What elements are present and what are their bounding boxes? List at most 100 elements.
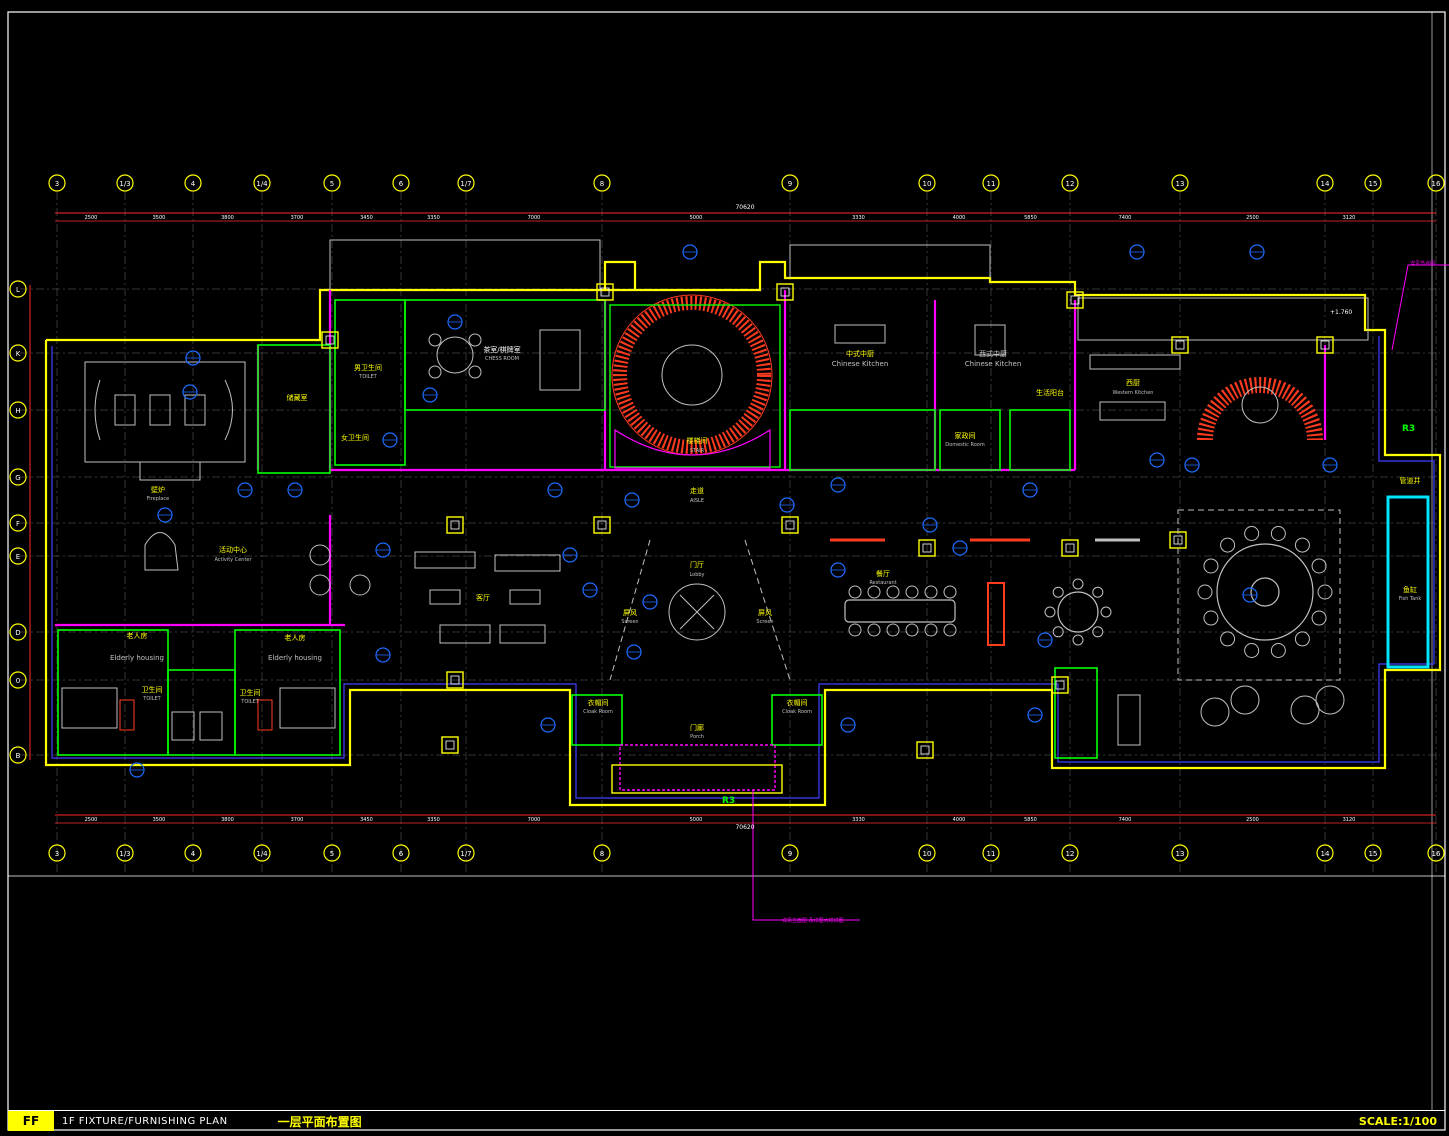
column (596, 283, 614, 301)
grid-bubble-label: G (15, 474, 20, 482)
chair (905, 585, 919, 599)
grid-bubble: D (9, 623, 27, 641)
chair (1197, 584, 1213, 600)
room-label: 西式中厨 (979, 349, 1007, 358)
room-label: 老人房 (285, 633, 306, 642)
column (446, 671, 464, 689)
room-label: 西厨 (1126, 379, 1140, 387)
room-label-en: Screen (621, 619, 638, 625)
grid-bubble-label: 14 (1321, 180, 1330, 188)
grid-bubble: 11 (982, 174, 1000, 192)
grid-bubble-label: 5 (330, 180, 334, 188)
horizontal-grid-lines (20, 288, 1440, 756)
grid-bubble-label: F (16, 520, 20, 528)
interior-walls-green (57, 299, 1098, 759)
grid-bubble-label: 1/3 (119, 850, 130, 858)
leader-note: 详见节点图 (1410, 260, 1435, 267)
grid-bubble: 0 (9, 671, 27, 689)
grid-bubble: 12 (1061, 844, 1079, 862)
grid-bubble: 3 (48, 174, 66, 192)
grid-bubble-label: 8 (600, 850, 604, 858)
dimension-label: 3500 (153, 817, 166, 823)
grid-bubble: H (9, 401, 27, 419)
chair (924, 585, 938, 599)
column (916, 741, 934, 759)
room-label: 屏风 (758, 609, 772, 617)
room-label-en: Screen (756, 619, 773, 625)
grid-bubble: 1/4 (253, 844, 271, 862)
top-dimension-labels: 2500250035003500380038003700370034503450… (85, 215, 1356, 823)
grid-bubble: 8 (593, 844, 611, 862)
chair (1317, 584, 1333, 600)
screens (830, 538, 1140, 646)
long-table-chairs (848, 585, 957, 637)
grid-bubble-label: D (15, 629, 20, 637)
grid-bubble: 4 (184, 174, 202, 192)
room-label: 储藏室 (287, 393, 308, 402)
room-label: 客厅 (476, 593, 490, 602)
room-label-en: Western Kitchen (1113, 390, 1154, 396)
grid-bubble: L (9, 280, 27, 298)
drawing-code: FF (8, 1111, 54, 1131)
drawing-scale: SCALE:1/100 (1358, 1114, 1437, 1128)
main-spiral-stair (609, 294, 781, 469)
grid-bubble: 5 (323, 174, 341, 192)
chair (1220, 631, 1236, 647)
chair (1203, 558, 1219, 574)
dimension-label: 7000 (528, 215, 541, 221)
room-label-en: Restaurant (869, 580, 896, 586)
secondary-spiral-stair (1197, 377, 1323, 441)
room-label-en: Chinese Kitchen (965, 360, 1022, 368)
dimension-label: 2500 (85, 215, 98, 221)
grid-bubble-label: K (16, 350, 21, 358)
room-label: 鱼缸 (1403, 585, 1417, 594)
grid-bubble: 1/3 (116, 174, 134, 192)
room-label: 卫生间 (240, 688, 261, 697)
column (1051, 676, 1069, 694)
grid-bubble-label: 10 (923, 850, 932, 858)
chair (1311, 610, 1327, 626)
room-label-en: AISLE (690, 498, 704, 504)
grid-bubble-label: L (16, 286, 20, 294)
room-label: 生活阳台 (1036, 388, 1064, 397)
grid-bubble-label: 1/7 (460, 850, 471, 858)
lounge-furniture (1117, 509, 1345, 746)
grid-bubble: 1/3 (116, 844, 134, 862)
room-label: 管道井 (1400, 476, 1421, 485)
room-label-en: TOILET (142, 696, 161, 702)
leader-lines (752, 264, 1449, 921)
small-round-table (1057, 591, 1099, 633)
chair (1294, 537, 1310, 553)
grid-bubble-label: 0 (16, 677, 20, 685)
dimension-label: 5850 (1024, 817, 1037, 823)
grid-bubble: B (9, 746, 27, 764)
column (321, 331, 339, 349)
room-label-en: Cloak Room (583, 709, 613, 715)
small-round-table-chairs (1044, 578, 1112, 646)
grid-bubble-label: 6 (399, 850, 404, 858)
structural-columns (321, 283, 1334, 759)
round-table-chairs (1197, 526, 1333, 658)
grid-bubble-label: 15 (1369, 180, 1378, 188)
grid-bubble: 10 (918, 174, 936, 192)
column (918, 539, 936, 557)
dimension-label: 2500 (1246, 817, 1259, 823)
dimension-label: 7400 (1119, 817, 1132, 823)
dimension-label: 5000 (690, 817, 703, 823)
grid-bubble: 16 (1427, 844, 1445, 862)
grid-bubble: 13 (1171, 844, 1189, 862)
grid-bubble: 8 (593, 174, 611, 192)
room-label: 餐厅 (876, 569, 890, 578)
column-core (1175, 340, 1185, 350)
grid-bubble: 1/7 (457, 844, 475, 862)
grid-bubble-label: 9 (788, 850, 792, 858)
grid-bubble: 6 (392, 844, 410, 862)
column-core (597, 520, 607, 530)
room-label-en: Domestic Room (945, 442, 985, 448)
column-core (785, 520, 795, 530)
column (441, 736, 459, 754)
dimension-label: 3450 (360, 215, 373, 221)
chair (1244, 526, 1260, 542)
grid-bubble: 14 (1316, 174, 1334, 192)
long-dining-table (844, 599, 956, 623)
